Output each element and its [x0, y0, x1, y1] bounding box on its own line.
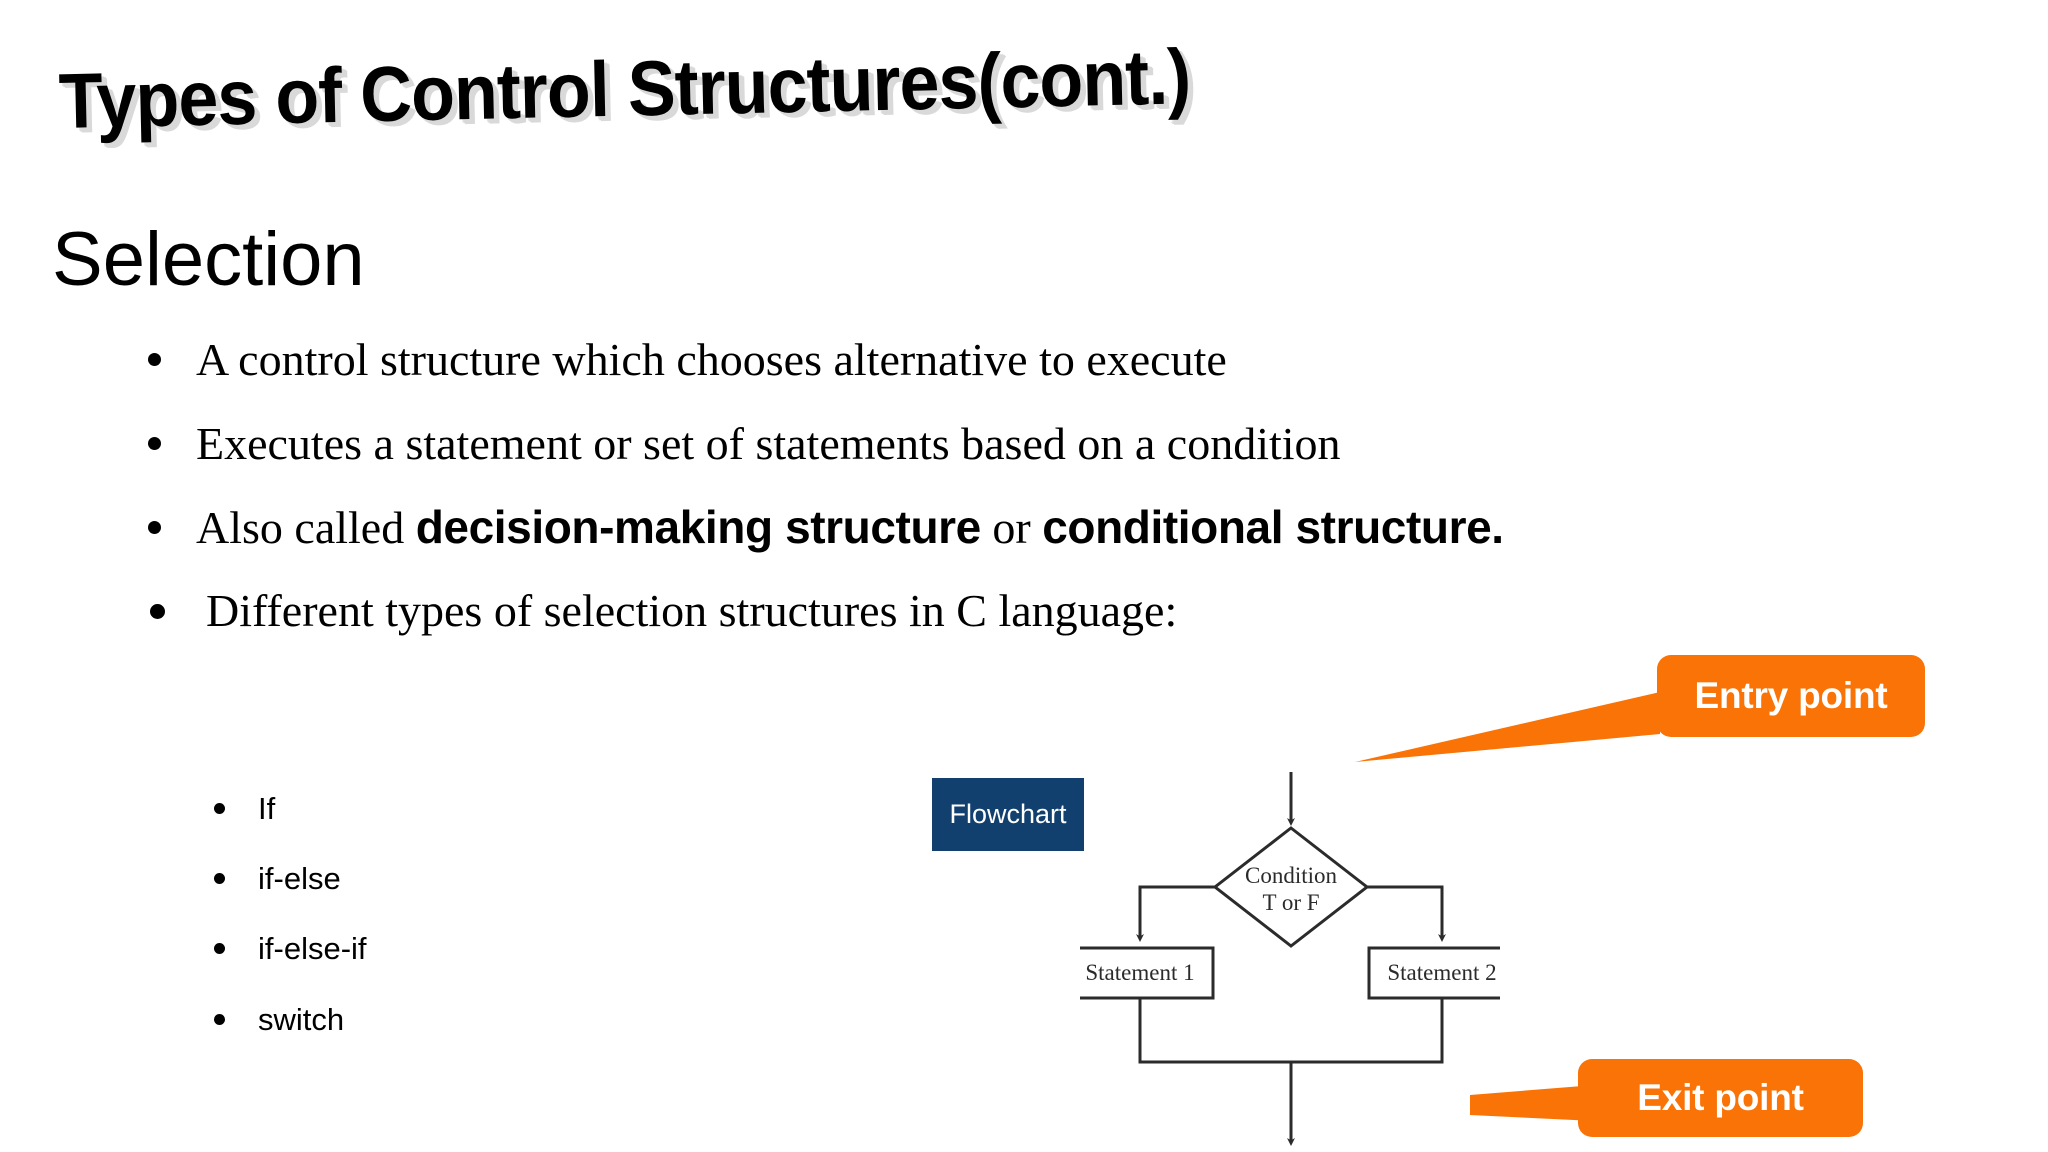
slide-title-text: Types of Control Structures(cont.): [57, 32, 1192, 145]
selection-flowchart-diagram: Condition T or F Statement 1 Statement 2: [1080, 772, 1500, 1146]
sub-bullet-if-label: If: [258, 791, 276, 826]
sub-bullet-switch: switch: [200, 1001, 820, 1038]
bullet-item-1-text: A control structure which chooses altern…: [196, 334, 1227, 385]
flowchart-left-branch-line: [1136, 885, 1215, 942]
bullet-item-3-bold-conditional: conditional structure.: [1042, 500, 1504, 553]
flowchart-decision-line1: Condition: [1245, 863, 1338, 888]
bullet-dot-icon: [214, 1013, 225, 1025]
bullet-list: A control structure which chooses altern…: [128, 330, 1688, 665]
entry-callout-pointer: [1355, 692, 1660, 762]
sub-bullet-if-else: if-else: [200, 860, 820, 897]
sub-bullet-if-else-if: if-else-if: [200, 930, 820, 967]
bullet-item-3-mid: or: [980, 501, 1043, 553]
flowchart-merge-line: [1138, 998, 1444, 1064]
flowchart-statement-1-box: [1080, 946, 1215, 1000]
bullet-item-4: Different types of selection structures …: [128, 581, 1688, 641]
flowchart-statement-1-label: Statement 1: [1085, 960, 1194, 985]
bullet-item-4-text: Different types of selection structures …: [206, 585, 1178, 637]
bullet-item-3-lead: Also called: [196, 501, 416, 553]
sub-bullet-switch-label: switch: [258, 1001, 345, 1037]
section-heading: Selection: [52, 217, 365, 302]
bullet-item-2: Executes a statement or set of statement…: [128, 414, 1688, 474]
bullet-dot-icon: [148, 436, 161, 450]
flowchart-statement-2-label: Statement 2: [1387, 960, 1496, 985]
bullet-item-3: Also called decision-making structure or…: [128, 498, 1688, 558]
flowchart-label-text: Flowchart: [949, 799, 1067, 829]
sub-bullet-list: If if-else if-else-if switch: [200, 790, 820, 1071]
exit-point-callout: Exit point: [1578, 1059, 1863, 1137]
bullet-dot-icon: [214, 943, 225, 955]
exit-point-callout-label: Exit point: [1637, 1077, 1804, 1118]
bullet-dot-icon: [214, 873, 225, 885]
flowchart-right-branch-line: [1367, 885, 1446, 942]
bullet-item-2-text: Executes a statement or set of statement…: [196, 417, 1341, 469]
sub-bullet-if-else-label: if-else: [258, 861, 341, 897]
flowchart-label-chip: Flowchart: [932, 778, 1084, 851]
flowchart-decision-line2: T or F: [1262, 890, 1319, 915]
flowchart-statement-2-box: [1367, 946, 1500, 1000]
sub-bullet-if-else-if-label: if-else-if: [258, 931, 367, 967]
bullet-dot-icon: [150, 604, 165, 620]
entry-point-callout: Entry point: [1657, 655, 1925, 737]
bullet-item-1: A control structure which chooses altern…: [128, 330, 1688, 390]
sub-bullet-if: If: [200, 790, 820, 827]
flowchart-decision-node: [1212, 826, 1370, 948]
entry-point-callout-label: Entry point: [1694, 675, 1888, 716]
slide-title: Types of Control Structures(cont.): [58, 32, 1578, 172]
bullet-dot-icon: [148, 353, 161, 366]
bullet-item-3-bold-decision-making: decision-making structure: [415, 500, 982, 553]
bullet-dot-icon: [148, 520, 161, 534]
bullet-dot-icon: [214, 803, 225, 815]
